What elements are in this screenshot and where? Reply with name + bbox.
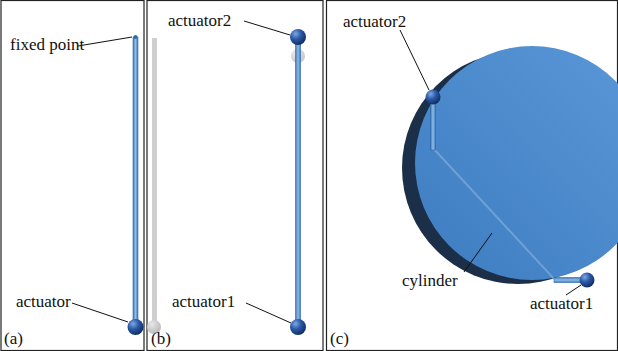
hidden-rod [433, 148, 556, 281]
part-label: actuator1 [530, 295, 593, 312]
leader-line [78, 37, 132, 46]
part-label: cylinder [402, 272, 458, 289]
leader-line [464, 233, 492, 272]
actuator-ball [426, 90, 441, 105]
fixed-point [134, 35, 138, 39]
leader-line [246, 303, 291, 323]
panel-frame [1, 1, 144, 351]
actuator-ball [580, 273, 595, 288]
panel-label: (c) [330, 330, 349, 347]
ghost-rod [152, 38, 157, 326]
leader-line [244, 21, 290, 35]
actuator-ball [290, 319, 306, 335]
part-label: actuator1 [172, 293, 235, 310]
panel-frame [147, 1, 323, 351]
leader-line [566, 285, 581, 295]
panel-label: (b) [151, 330, 171, 347]
leader-line [400, 30, 429, 90]
rod [133, 37, 138, 327]
part-label: actuator2 [343, 13, 406, 30]
cylinder [415, 46, 618, 280]
panel-label: (a) [4, 330, 23, 347]
actuator-ball [290, 29, 306, 45]
part-label: actuator2 [168, 12, 231, 29]
leader-line [72, 303, 128, 322]
rod [296, 38, 301, 327]
actuator-ball [128, 319, 144, 335]
rod [431, 98, 436, 150]
part-label: actuator [16, 293, 71, 310]
part-label: fixed point [10, 36, 84, 53]
